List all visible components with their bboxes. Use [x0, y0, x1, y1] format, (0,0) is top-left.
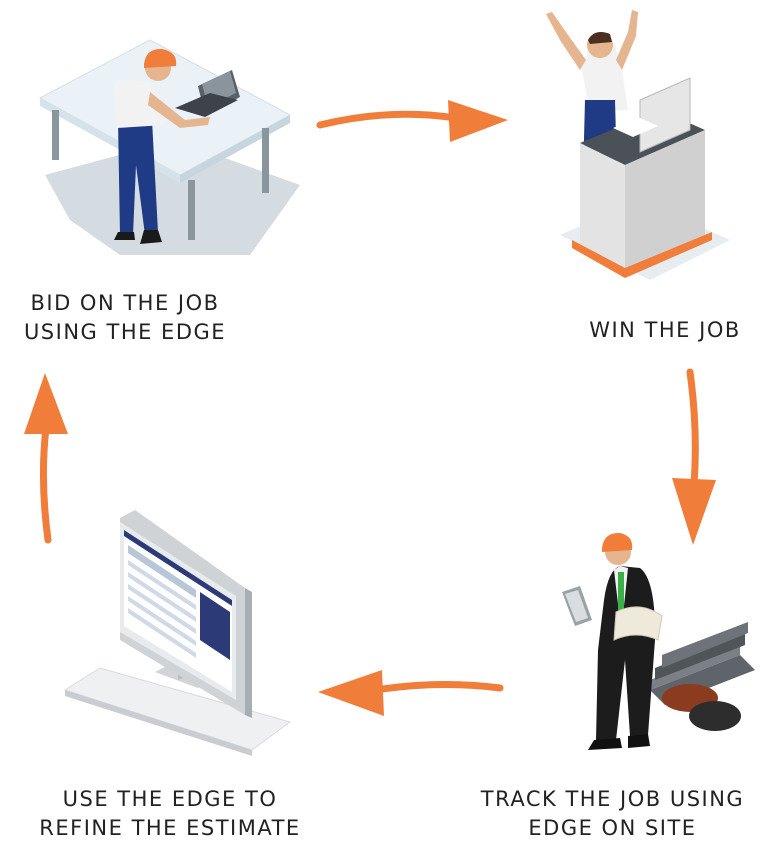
engineer-on-site-illustration	[562, 532, 755, 750]
step-label-line: BID ON THE JOB	[30, 291, 220, 315]
step-label-line: USE THE EDGE TO	[62, 787, 278, 811]
step-label-line: REFINE THE ESTIMATE	[39, 816, 301, 840]
step-label-line: TRACK THE JOB USING	[480, 787, 745, 811]
arrow-left-icon	[318, 670, 504, 716]
step-label-line: WIN THE JOB	[589, 318, 741, 342]
computer-monitor-illustration	[63, 510, 292, 756]
step-label-line: EDGE ON SITE	[528, 816, 697, 840]
step-label-line: USING THE EDGE	[23, 320, 227, 344]
arrow-up-icon	[24, 373, 68, 544]
person-celebrating-illustration	[546, 10, 730, 280]
person-at-desk-illustration	[38, 39, 300, 255]
arrow-down-icon	[672, 368, 716, 545]
step-label-use: USE THE EDGE TO REFINE THE ESTIMATE	[0, 785, 340, 843]
step-label-track: TRACK THE JOB USING EDGE ON SITE	[455, 785, 770, 843]
arrow-right-icon	[316, 100, 508, 142]
step-label-win: WIN THE JOB	[560, 316, 770, 345]
step-label-bid: BID ON THE JOB USING THE EDGE	[0, 289, 250, 347]
